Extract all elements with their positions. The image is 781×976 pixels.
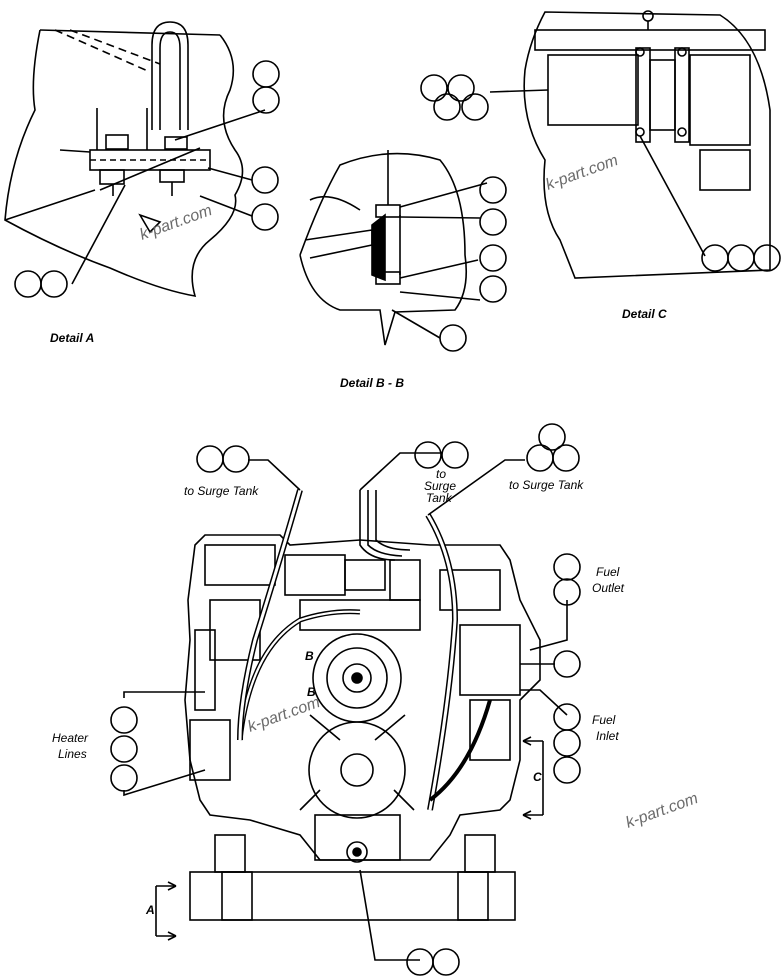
detail-a-label: Detail A <box>50 331 94 345</box>
heater-lines-label-1: Heater <box>52 731 89 745</box>
heater-lines-label-2: Lines <box>58 747 87 761</box>
surge-tank-mid-label-1: to <box>436 467 446 481</box>
fuel-outlet-label-2: Outlet <box>592 581 625 595</box>
section-c-marker: C <box>533 770 542 784</box>
surge-tank-mid-label-2: Surge <box>424 479 456 493</box>
surge-tank-right-label: to Surge Tank <box>509 478 584 492</box>
surge-tank-left-label: to Surge Tank <box>184 484 259 498</box>
fuel-inlet-label-1: Fuel <box>592 713 616 727</box>
section-a-marker: A <box>145 903 155 917</box>
fuel-outlet-label-1: Fuel <box>596 565 620 579</box>
detail-c-drawing <box>420 10 781 279</box>
engine-drawing <box>110 423 581 976</box>
watermark-1: k-part.com <box>138 202 215 244</box>
watermark-2: k-part.com <box>544 152 621 194</box>
watermark-4: k-part.com <box>624 790 701 832</box>
section-b-marker-upper: B <box>305 649 314 663</box>
detail-bb-label: Detail B - B <box>340 376 404 390</box>
detail-a-drawing <box>4 21 280 298</box>
detail-c-label: Detail C <box>622 307 667 321</box>
detail-bb-drawing <box>299 150 507 352</box>
surge-tank-mid-label-3: Tank <box>426 491 453 505</box>
fuel-inlet-label-2: Inlet <box>596 729 619 743</box>
section-b-marker-lower: B <box>307 685 316 699</box>
